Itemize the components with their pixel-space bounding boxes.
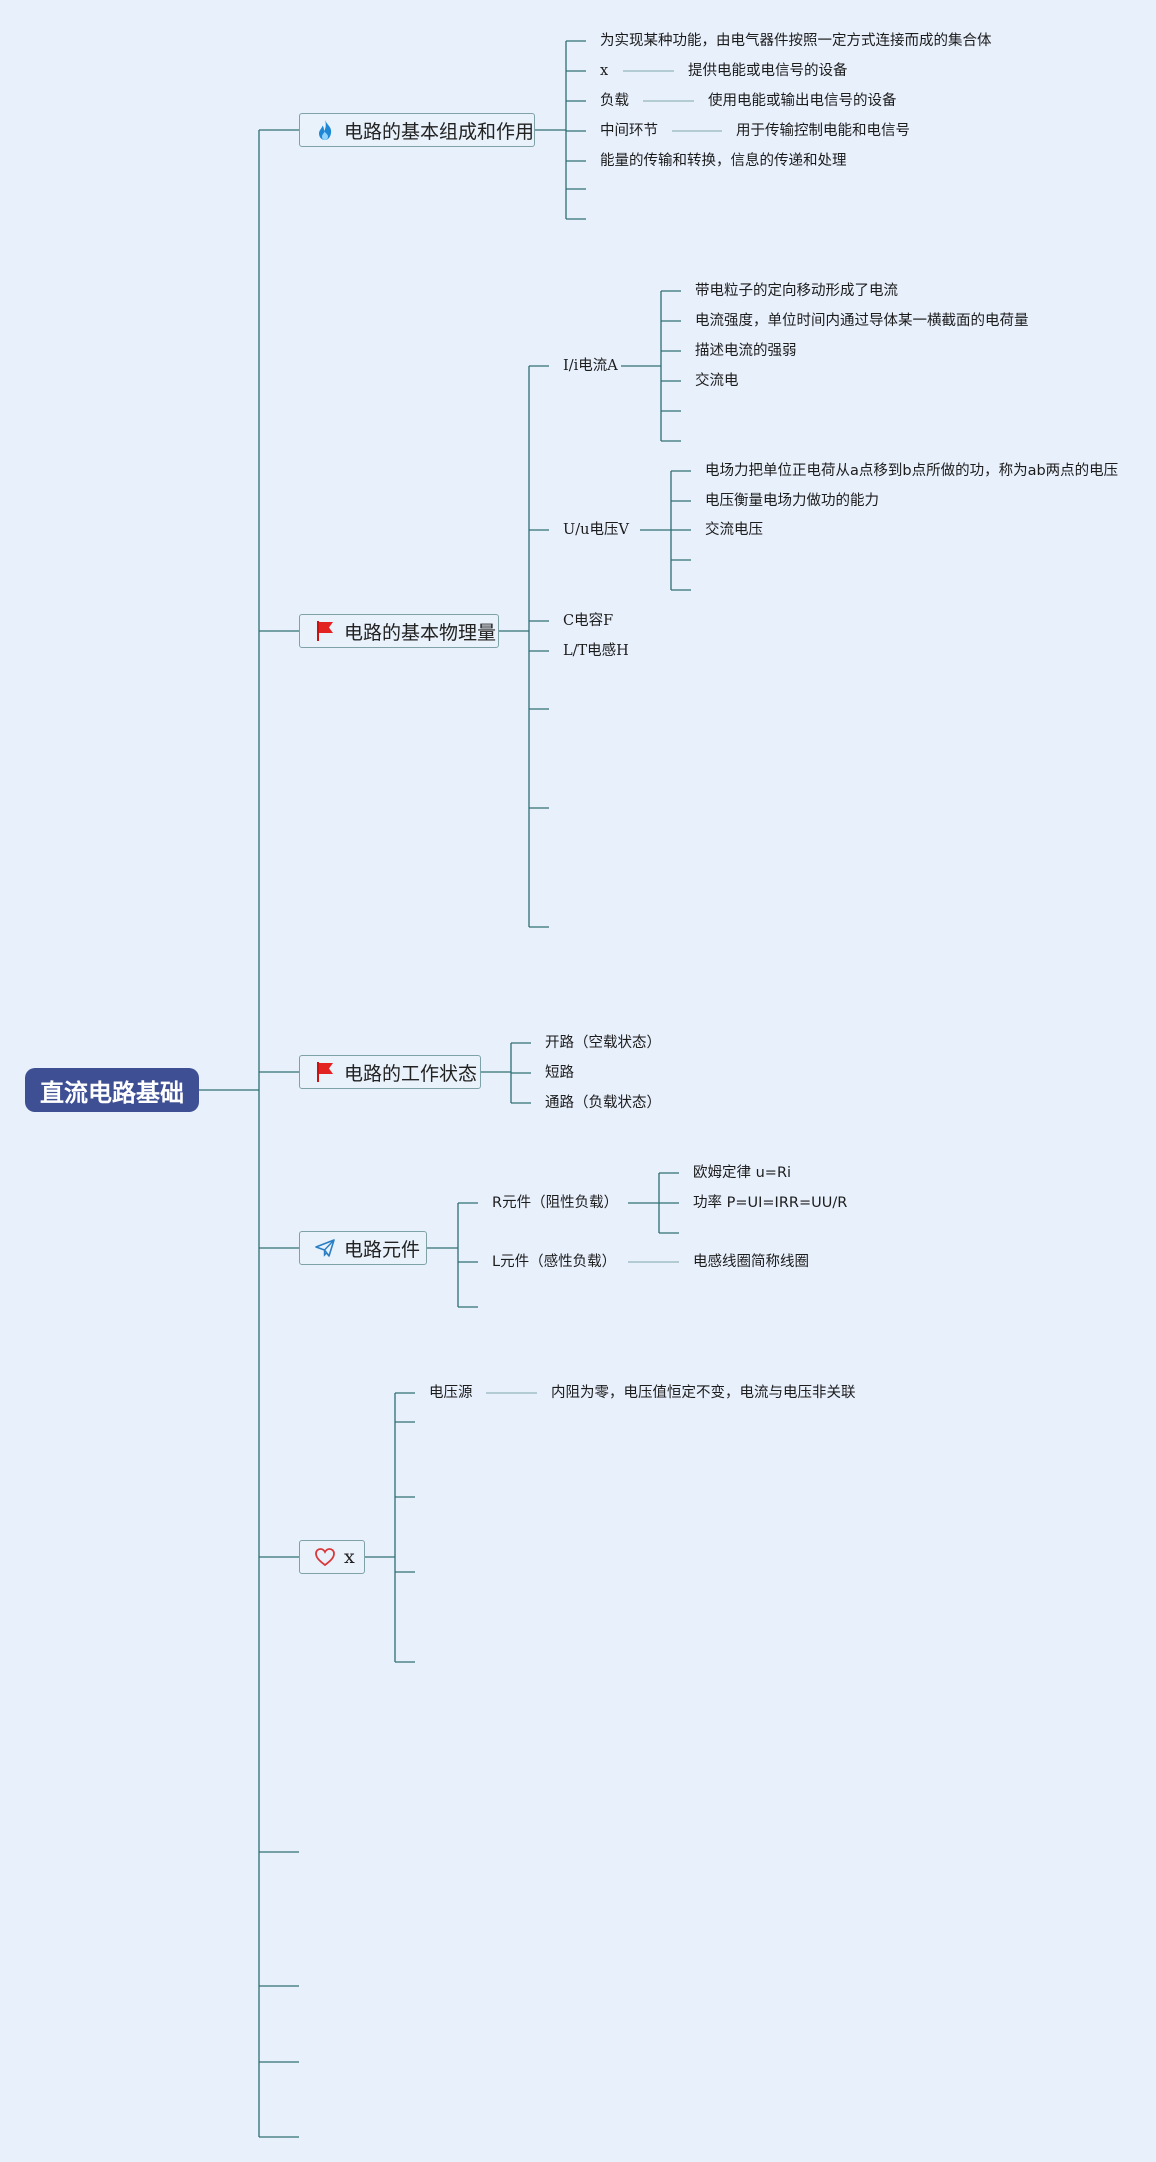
t2-voltage: U/u电压V (563, 522, 629, 538)
t5-voltage-source: 电压源 (429, 1385, 473, 1401)
topic-working-states[interactable]: 电路的工作状态 (299, 1055, 481, 1089)
t5-voltage-source-desc: 内阻为零，电压值恒定不变，电流与电压非关联 (551, 1385, 856, 1401)
t3-state: 短路 (545, 1065, 574, 1081)
red-flag-icon (314, 1061, 336, 1083)
topic-circuit-composition[interactable]: 电路的基本组成和作用 (299, 113, 535, 147)
fire-icon (314, 119, 336, 141)
t3-state: 通路（负载状态） (545, 1095, 661, 1111)
t2-voltage-item: 交流电压 (705, 522, 763, 538)
t4-r-element: R元件（阻性负载） (492, 1195, 619, 1211)
topic-circuit-elements[interactable]: 电路元件 (299, 1231, 427, 1265)
topic-x[interactable]: x (299, 1540, 365, 1574)
t1-x: x (600, 63, 609, 79)
t4-l-item: 电感线圈简称线圈 (693, 1254, 809, 1270)
t2-current: I/i电流A (563, 358, 618, 374)
t2-current-item: 交流电 (695, 373, 739, 389)
root-topic[interactable]: 直流电路基础 (25, 1068, 199, 1112)
t1-middle-desc: 用于传输控制电能和电信号 (736, 123, 910, 139)
topic-label: x (344, 1546, 355, 1568)
t2-current-item: 电流强度，单位时间内通过导体某一横截面的电荷量 (695, 313, 1029, 329)
t2-current-item: 带电粒子的定向移动形成了电流 (695, 283, 898, 299)
topic-basic-quantities[interactable]: 电路的基本物理量 (299, 614, 499, 648)
topic-label: 电路的基本组成和作用 (344, 120, 535, 143)
t1-function: 能量的传输和转换，信息的传递和处理 (600, 153, 847, 169)
paper-plane-icon (314, 1237, 336, 1259)
topic-label: 电路的工作状态 (344, 1062, 478, 1085)
t4-r-item: 功率 P=UI=IRR=UU/R (693, 1195, 848, 1211)
red-flag-icon (314, 620, 336, 642)
heart-icon (314, 1546, 336, 1568)
t2-current-item: 描述电流的强弱 (695, 343, 797, 359)
topic-label: 电路元件 (344, 1238, 421, 1261)
t1-load-desc: 使用电能或输出电信号的设备 (708, 93, 897, 109)
t1-load: 负载 (600, 93, 629, 109)
t2-capacitance: C电容F (563, 613, 614, 629)
t2-voltage-item: 电场力把单位正电荷从a点移到b点所做的功，称为ab两点的电压 (705, 463, 1119, 479)
t2-inductance: L/T电感H (563, 643, 629, 659)
t2-voltage-item: 电压衡量电场力做功的能力 (705, 493, 879, 509)
t3-state: 开路（空载状态） (545, 1035, 661, 1051)
topic-label: 电路的基本物理量 (344, 621, 497, 644)
t4-r-item: 欧姆定律 u=Ri (693, 1165, 792, 1181)
t1-middle: 中间环节 (600, 123, 658, 139)
t1-x-desc: 提供电能或电信号的设备 (688, 63, 848, 79)
t1-definition: 为实现某种功能，由电气器件按照一定方式连接而成的集合体 (600, 33, 992, 49)
t4-l-element: L元件（感性负载） (492, 1254, 617, 1270)
